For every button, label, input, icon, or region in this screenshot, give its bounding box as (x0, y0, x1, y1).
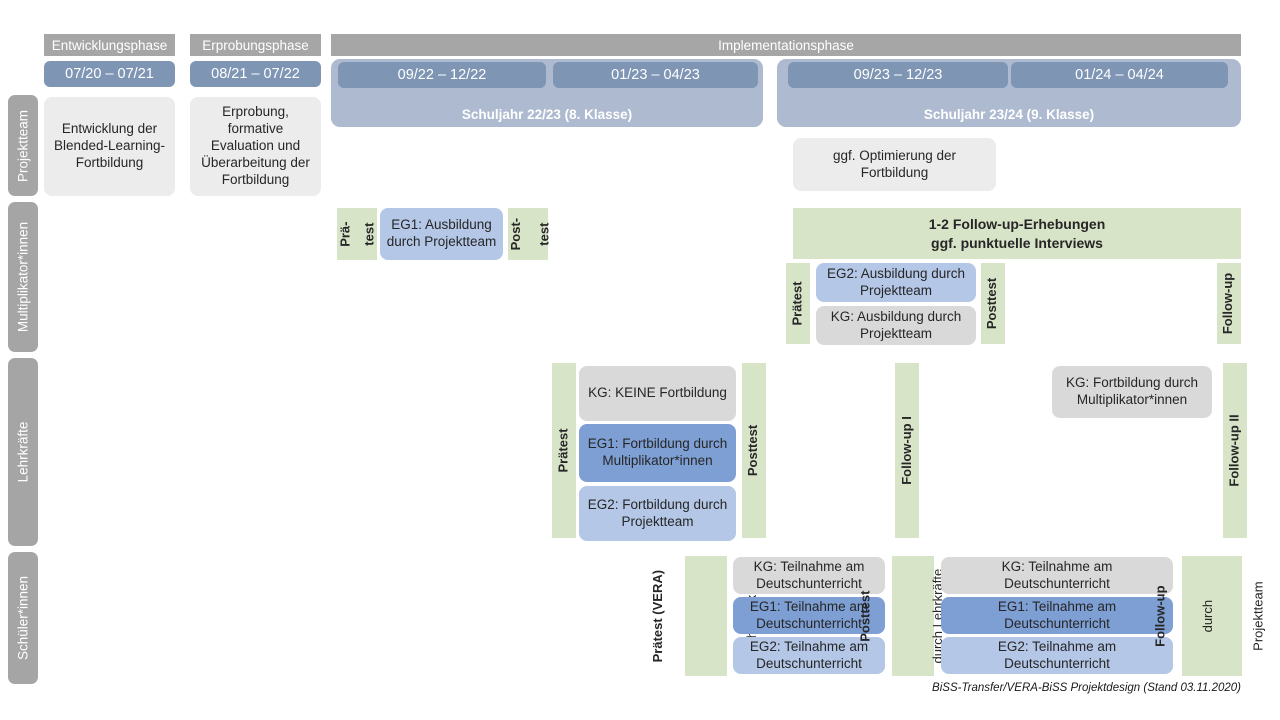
lehrkraefte-posttest-strip: Posttest (742, 363, 766, 538)
schueler-eg1-box-b: EG1: Teilnahme am Deutschunterricht (941, 597, 1173, 634)
posttest-main-label: Posttest (857, 590, 873, 642)
period-chip-5: 01/24 – 04/24 (1011, 62, 1228, 88)
phase-label: Implementationsphase (718, 37, 854, 53)
period-label: 09/23 – 12/23 (853, 67, 943, 83)
multiplikatoren-posttest-2324-strip: Posttest (981, 263, 1005, 344)
period-label: 01/23 – 04/23 (611, 67, 700, 83)
multiplikatoren-praetest-strip: Prä- test (337, 208, 377, 260)
banner-line-2: ggf. punktuelle Interviews (931, 234, 1103, 251)
schueler-eg1-box-a: EG1: Teilnahme am Deutschunterricht (733, 597, 885, 634)
lehrkraefte-praetest-strip: Prätest (552, 363, 576, 538)
box-text: EG2: Ausbildung durch Projektteam (826, 265, 966, 298)
period-chip-2: 09/22 – 12/22 (338, 62, 546, 88)
projektteam-optimierung-box: ggf. Optimierung der Fortbildung (793, 138, 996, 191)
schueler-kg-box-a: KG: Teilnahme am Deutschunterricht (733, 557, 885, 594)
followup-sub-label-1: durch (1199, 599, 1215, 633)
role-label-lehrkraefte: Lehrkräfte (8, 358, 38, 546)
multiplikatoren-praetest-2324-strip: Prätest (786, 263, 810, 344)
schueler-posttest-strip: Posttest durch Lehrkräfte (858, 556, 946, 676)
lehrkraefte-eg2-box: EG2: Fortbildung durch Projektteam (579, 486, 736, 541)
posttest-line-1: Post- (508, 217, 524, 251)
multiplikatoren-followup-strip: Follow-up (1217, 263, 1241, 344)
box-text: KG: KEINE Fortbildung (588, 385, 727, 401)
phase-label: Entwicklungsphase (51, 37, 168, 53)
posttest-label: Posttest (745, 424, 761, 477)
period-chip-4: 09/23 – 12/23 (788, 62, 1008, 88)
box-text: KG: Teilnahme am Deutschunterricht (1001, 558, 1113, 591)
role-label-projektteam: Projektteam (8, 95, 38, 196)
role-label-schuelerinnen: Schüler*innen (8, 552, 38, 684)
box-text: EG1: Ausbildung durch Projektteam (386, 217, 497, 249)
box-text: EG1: Fortbildung durch Multiplikator*inn… (587, 436, 728, 468)
followup-sub-label-2: Projektteam (1250, 581, 1266, 651)
period-label: 07/20 – 07/21 (65, 66, 154, 82)
phase-header-entwicklungsphase: Entwicklungsphase (44, 34, 175, 56)
lehrkraefte-eg1-box: EG1: Fortbildung durch Multiplikator*inn… (579, 424, 736, 482)
box-text: EG2: Teilnahme am Deutschunterricht (749, 638, 869, 671)
multiplikatoren-followup-banner: 1-2 Follow-up-Erhebungen ggf. punktuelle… (793, 208, 1241, 259)
box-text: EG1: Teilnahme am Deutschunterricht (997, 598, 1117, 631)
period-chip-3: 01/23 – 04/23 (553, 62, 758, 88)
phase-label: Erprobungsphase (202, 37, 309, 53)
schueler-eg2-box-a: EG2: Teilnahme am Deutschunterricht (733, 637, 885, 674)
praetest-label: Prätest (555, 428, 571, 473)
box-text: KG: Ausbildung durch Projektteam (830, 308, 962, 341)
schoolyear-label: Schuljahr 23/24 (9. Klasse) (923, 107, 1095, 122)
schueler-kg-box-b: KG: Teilnahme am Deutschunterricht (941, 557, 1173, 594)
followup-label: Follow-up I (898, 416, 914, 485)
role-label-multiplikatorinnen: Multiplikator*innen (8, 202, 38, 352)
box-text: Erprobung, formative Evaluation und Über… (201, 104, 310, 187)
box-text: EG2: Teilnahme am Deutschunterricht (997, 638, 1117, 671)
role-text: Schüler*innen (15, 575, 31, 661)
followup-label: Follow-up II (1226, 414, 1242, 487)
box-text: ggf. Optimierung der Fortbildung (832, 147, 957, 180)
praetest-main-label: Prätest (VERA) (650, 569, 666, 663)
phase-header-erprobungsphase: Erprobungsphase (190, 34, 321, 56)
multiplikatoren-eg1-box: EG1: Ausbildung durch Projektteam (380, 208, 503, 260)
period-label: 09/22 – 12/22 (397, 67, 487, 83)
banner-line-1: 1-2 Follow-up-Erhebungen (928, 216, 1106, 233)
box-text: KG: Teilnahme am Deutschunterricht (753, 558, 865, 591)
followup-label: Follow-up (1220, 272, 1236, 335)
box-text: EG2: Fortbildung durch Projektteam (587, 496, 728, 529)
schueler-praetest-strip: Prätest (VERA) durch Lehrkräfte (651, 556, 759, 676)
lehrkraefte-kg-fortbildung-box: KG: Fortbildung durch Multiplikator*inne… (1052, 366, 1212, 418)
schoolyear-label: Schuljahr 22/23 (8. Klasse) (461, 107, 633, 122)
footer-caption: BiSS-Transfer/VERA-BiSS Projektdesign (S… (932, 682, 1241, 694)
role-text: Projektteam (15, 109, 31, 182)
lehrkraefte-followup-2-strip: Follow-up II (1223, 363, 1247, 538)
followup-main-label: Follow-up (1152, 585, 1168, 647)
role-text: Lehrkräfte (15, 421, 31, 483)
period-chip-0: 07/20 – 07/21 (44, 61, 175, 87)
period-label: 01/24 – 04/24 (1075, 67, 1164, 83)
multiplikatoren-eg2-box: EG2: Ausbildung durch Projektteam (816, 263, 976, 302)
projektteam-erprobung-box: Erprobung, formative Evaluation und Über… (190, 97, 321, 196)
box-text: Entwicklung der Blended-Learning-Fortbil… (53, 121, 166, 170)
lehrkraefte-followup-1-strip: Follow-up I (895, 363, 919, 538)
phase-header-implementationsphase: Implementationsphase (331, 34, 1241, 56)
box-text: EG1: Teilnahme am Deutschunterricht (749, 598, 869, 631)
lehrkraefte-kg-keine-box: KG: KEINE Fortbildung (579, 366, 736, 421)
projektteam-entwicklung-box: Entwicklung der Blended-Learning-Fortbil… (44, 97, 175, 196)
box-text: KG: Fortbildung durch Multiplikator*inne… (1065, 375, 1199, 407)
period-label: 08/21 – 07/22 (211, 66, 300, 82)
posttest-label: Posttest (984, 277, 1000, 330)
multiplikatoren-kg-box: KG: Ausbildung durch Projektteam (816, 306, 976, 345)
multiplikatoren-posttest-strip: Post- test (508, 208, 552, 260)
period-chip-1: 08/21 – 07/22 (190, 61, 321, 87)
schueler-followup-strip: Follow-up durch Projektteam (1153, 556, 1266, 676)
role-text: Multiplikator*innen (15, 221, 31, 333)
praetest-label: Prätest (789, 281, 805, 326)
posttest-line-2: test (536, 222, 552, 246)
praetest-line-1: Prä- (337, 221, 353, 247)
schueler-eg2-box-b: EG2: Teilnahme am Deutschunterricht (941, 637, 1173, 674)
praetest-line-2: test (361, 222, 377, 246)
